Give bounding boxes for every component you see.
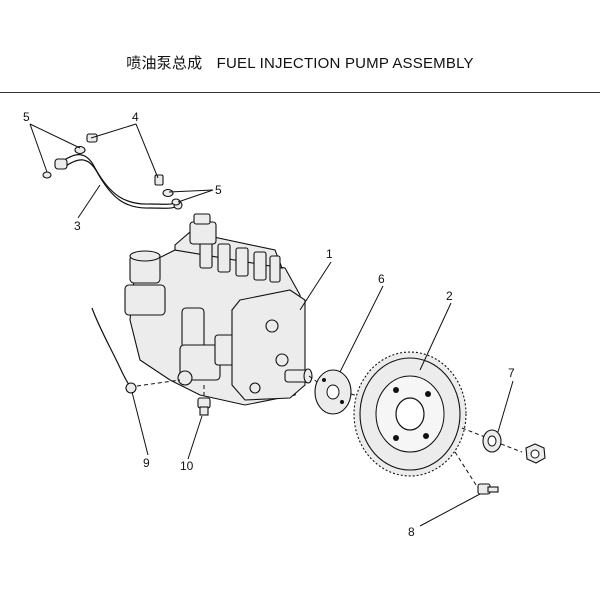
sensor-wire-part: [91, 307, 181, 394]
callout-10: 10: [180, 459, 194, 473]
drive-gear-part: [350, 351, 486, 477]
washer-nut-part: [482, 429, 546, 464]
callout-1: 1: [326, 247, 333, 261]
screw-part: [197, 384, 211, 416]
callout-7: 7: [508, 366, 515, 380]
bolt-part: [454, 451, 499, 495]
callout-5-right: 5: [215, 183, 222, 197]
pump-body-part: [124, 213, 313, 406]
title-english: FUEL INJECTION PUMP ASSEMBLY: [216, 55, 474, 72]
title-chinese: 喷油泵总成: [126, 54, 203, 72]
title-divider: [0, 92, 600, 93]
callout-2: 2: [446, 289, 453, 303]
leader-lines: [29, 123, 514, 527]
callout-5-left: 5: [23, 110, 30, 124]
callout-3: 3: [74, 219, 81, 233]
callout-labels: 1 2 3 4 5 5 6 7 8 9 10: [23, 110, 515, 539]
page-title: 喷油泵总成 FUEL INJECTION PUMP ASSEMBLY: [0, 52, 600, 73]
callout-8: 8: [408, 525, 415, 539]
callout-9: 9: [143, 456, 150, 470]
callout-6: 6: [378, 272, 385, 286]
callout-4: 4: [132, 110, 139, 124]
hub-flange-part: [308, 369, 352, 415]
fuel-pipe-part: [42, 133, 183, 210]
